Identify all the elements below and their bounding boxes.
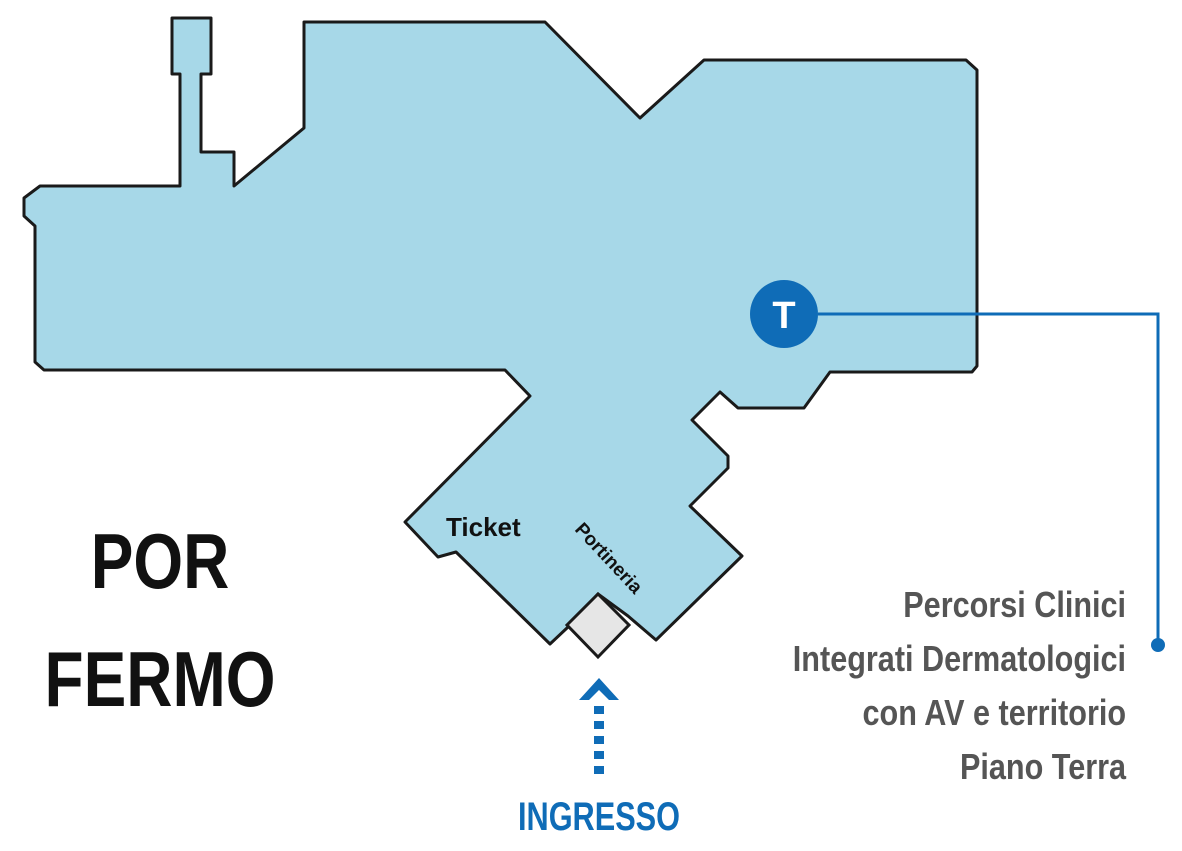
leader-line <box>818 312 1160 645</box>
service-marker[interactable] <box>750 280 818 348</box>
service-marker-letter: T <box>772 295 795 337</box>
legend-line-3: con AV e territorio <box>862 692 1126 733</box>
service-legend: Percorsi Clinici Integrati Dermatologici… <box>734 578 1126 794</box>
location-title-line2: FERMO <box>44 635 276 723</box>
entrance-label: INGRESSO <box>518 795 680 839</box>
portineria-booth <box>564 591 632 660</box>
building-outline <box>22 16 979 646</box>
ticket-label: Ticket <box>446 512 521 542</box>
legend-line-2: Integrati Dermatologici <box>792 638 1126 679</box>
legend-line-1: Percorsi Clinici <box>903 584 1126 625</box>
location-title-line1: POR <box>90 517 230 605</box>
entrance-arrow-icon <box>579 678 619 700</box>
leader-dot <box>1151 638 1165 652</box>
legend-line-4: Piano Terra <box>959 746 1126 787</box>
